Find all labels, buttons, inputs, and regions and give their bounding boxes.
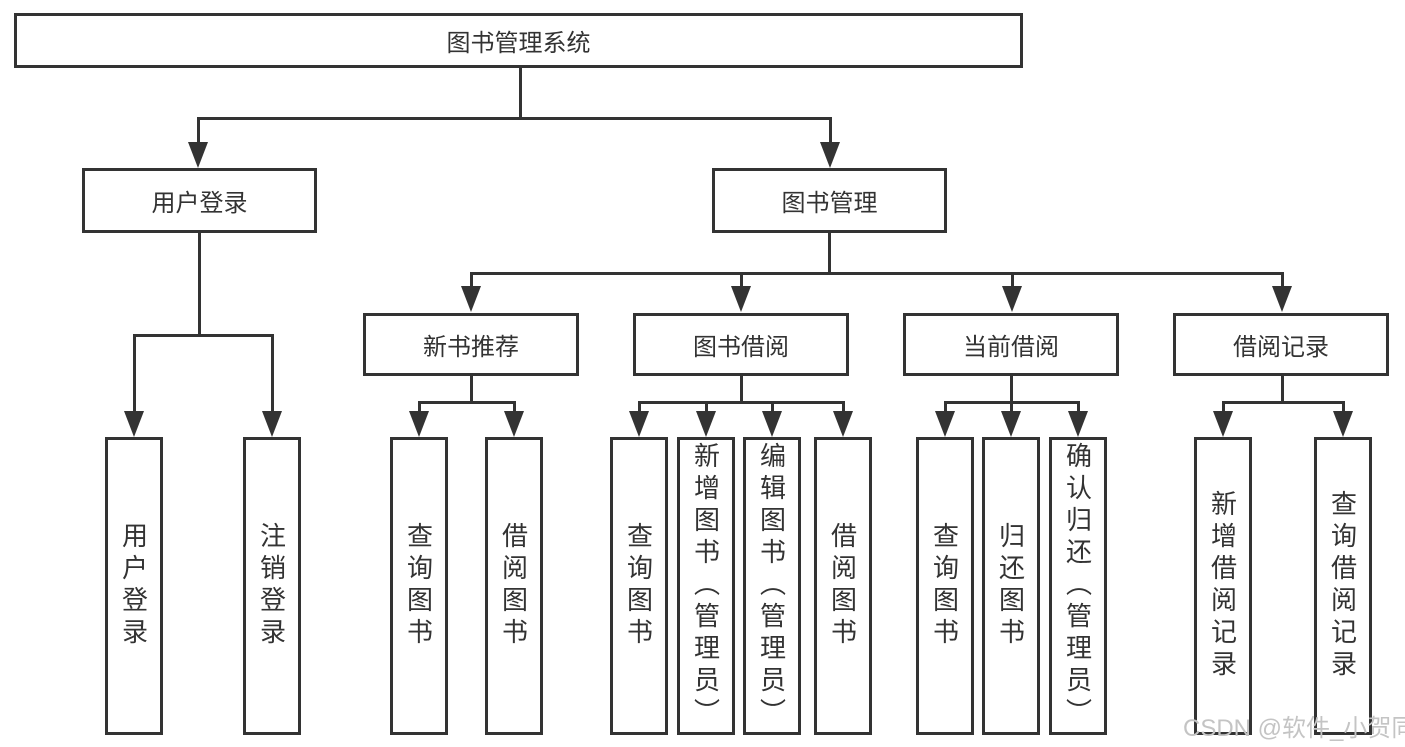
arrow-down-head [504, 411, 524, 437]
node-label: 注销登录 [256, 522, 287, 650]
connector-vline [470, 272, 473, 290]
leaf-confirm-return-admin: 确认归还（管理员） [1049, 437, 1107, 735]
leaf-borrow-books-recommend: 借阅图书 [485, 437, 543, 735]
connector-vline [740, 376, 743, 404]
arrow-down-head [696, 411, 716, 437]
connector-vline [771, 401, 774, 417]
node-new-book-recommendation: 新书推荐 [363, 313, 579, 376]
node-label: 编辑图书（管理员） [756, 442, 787, 730]
connector-hline [1222, 401, 1345, 404]
leaf-query-books-borrow: 查询图书 [610, 437, 668, 735]
connector-vline [1281, 376, 1284, 404]
connector-vline [519, 68, 522, 120]
connector-vline [740, 272, 743, 290]
connector-vline [513, 401, 516, 417]
node-label: 图书管理 [781, 190, 878, 217]
connector-vline [1222, 401, 1225, 417]
arrow-down-head [262, 411, 282, 437]
node-label: 新增借阅记录 [1207, 490, 1238, 682]
arrow-down-head [762, 411, 782, 437]
node-borrowing-records: 借阅记录 [1173, 313, 1389, 376]
leaf-edit-books-admin: 编辑图书（管理员） [743, 437, 801, 735]
arrow-down-head [188, 142, 208, 168]
node-user-login: 用户登录 [82, 168, 317, 233]
arrow-down-head [1333, 411, 1353, 437]
node-label: 用户登录 [118, 522, 149, 650]
leaf-query-borrow-record: 查询借阅记录 [1314, 437, 1372, 735]
node-label: 归还图书 [995, 522, 1026, 650]
connector-hline [133, 334, 274, 337]
connector-vline [1342, 401, 1345, 417]
connector-hline [470, 272, 1283, 275]
arrow-down-head [124, 411, 144, 437]
connector-vline [470, 376, 473, 404]
leaf-query-books-recommend: 查询图书 [390, 437, 448, 735]
connector-vline [133, 334, 136, 414]
connector-vline [198, 233, 201, 335]
connector-vline [1281, 272, 1284, 290]
connector-vline [1077, 401, 1080, 417]
node-library-management-system: 图书管理系统 [14, 13, 1023, 68]
arrow-down-head [1068, 411, 1088, 437]
arrow-down-head [935, 411, 955, 437]
arrow-down-head [1272, 286, 1292, 312]
node-book-borrowing: 图书借阅 [633, 313, 849, 376]
leaf-return-books: 归还图书 [982, 437, 1040, 735]
arrow-down-head [1001, 411, 1021, 437]
node-label: 查询借阅记录 [1327, 490, 1358, 682]
connector-vline [418, 401, 421, 417]
connector-vline [705, 401, 708, 417]
node-label: 查询图书 [623, 522, 654, 650]
node-label: 借阅记录 [1233, 334, 1329, 361]
connector-vline [1010, 401, 1013, 417]
connector-vline [1011, 272, 1014, 290]
connector-vline [842, 401, 845, 417]
arrow-down-head [731, 286, 751, 312]
arrow-down-head [820, 142, 840, 168]
arrow-down-head [1002, 286, 1022, 312]
connector-hline [197, 117, 832, 120]
connector-vline [271, 334, 274, 414]
node-label: 查询图书 [929, 522, 960, 650]
node-label: 确认归还（管理员） [1062, 442, 1093, 730]
connector-hline [638, 401, 845, 404]
connector-vline [944, 401, 947, 417]
connector-vline [828, 233, 831, 275]
connector-vline [829, 117, 832, 147]
leaf-add-books-admin: 新增图书（管理员） [677, 437, 735, 735]
node-label: 当前借阅 [963, 334, 1059, 361]
arrow-down-head [409, 411, 429, 437]
node-book-management: 图书管理 [712, 168, 947, 233]
node-label: 查询图书 [403, 522, 434, 650]
csdn-watermark: CSDN @软件_小贺同学 [1183, 715, 1405, 742]
node-label: 借阅图书 [498, 522, 529, 650]
leaf-logout-login: 注销登录 [243, 437, 301, 735]
connector-vline [1010, 376, 1013, 404]
leaf-query-books-current: 查询图书 [916, 437, 974, 735]
arrow-down-head [833, 411, 853, 437]
arrow-down-head [461, 286, 481, 312]
arrow-down-head [629, 411, 649, 437]
node-label: 借阅图书 [827, 522, 858, 650]
connector-vline [197, 117, 200, 147]
arrow-down-head [1213, 411, 1233, 437]
node-label: 新增图书（管理员） [690, 442, 721, 730]
connector-hline [418, 401, 516, 404]
leaf-borrow-books: 借阅图书 [814, 437, 872, 735]
connector-vline [638, 401, 641, 417]
node-label: 新书推荐 [423, 334, 519, 361]
leaf-add-borrow-record: 新增借阅记录 [1194, 437, 1252, 735]
node-label: 用户登录 [151, 190, 248, 217]
node-current-borrowing: 当前借阅 [903, 313, 1119, 376]
node-label: 图书借阅 [693, 334, 789, 361]
leaf-user-login: 用户登录 [105, 437, 163, 735]
node-label: 图书管理系统 [446, 30, 591, 57]
